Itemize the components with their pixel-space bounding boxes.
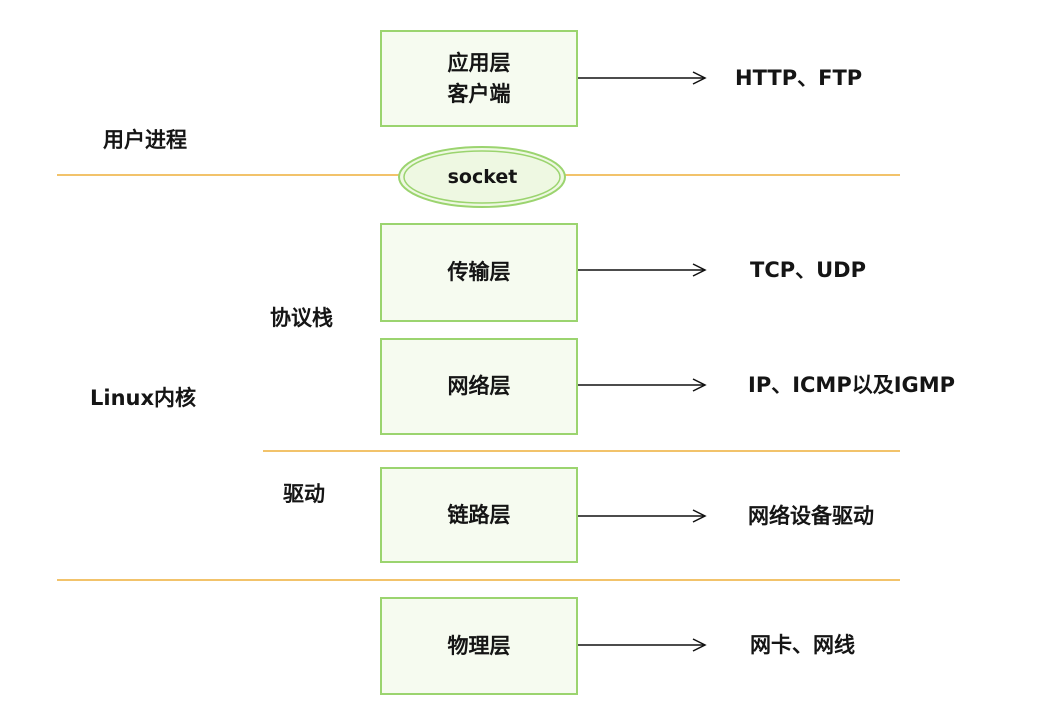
arrow-network-layer (578, 378, 707, 392)
network-layer-box: 网络层 (380, 338, 578, 435)
network-protocols: IP、ICMP以及IGMP (748, 373, 956, 397)
protocol-stack-label: 协议栈 (270, 306, 333, 330)
arrow-link-layer (578, 509, 707, 523)
link-layer-label: 链路层 (447, 502, 511, 527)
link-protocols: 网络设备驱动 (748, 504, 874, 528)
link-layer-box: 链路层 (380, 467, 578, 563)
client-label: 客户端 (447, 81, 511, 106)
socket-label: socket (447, 166, 518, 188)
physical-protocols: 网卡、网线 (750, 633, 855, 657)
application-layer-box: 应用层 客户端 (380, 30, 578, 127)
application-layer-label: 应用层 (447, 50, 511, 75)
transport-protocols: TCP、UDP (750, 258, 867, 282)
physical-layer-box: 物理层 (380, 597, 578, 695)
transport-layer-label: 传输层 (447, 260, 511, 284)
physical-layer-label: 物理层 (447, 633, 511, 658)
network-layer-label: 网络层 (447, 374, 511, 398)
application-protocols: HTTP、FTP (735, 66, 863, 90)
driver-label: 驱动 (283, 482, 325, 506)
transport-layer-box: 传输层 (380, 223, 578, 322)
linux-kernel-label: Linux内核 (90, 386, 197, 410)
socket-ellipse (398, 146, 566, 208)
user-process-label: 用户进程 (103, 128, 187, 152)
arrow-application-layer (578, 71, 707, 85)
arrow-physical-layer (578, 638, 707, 652)
arrow-transport-layer (578, 263, 707, 277)
